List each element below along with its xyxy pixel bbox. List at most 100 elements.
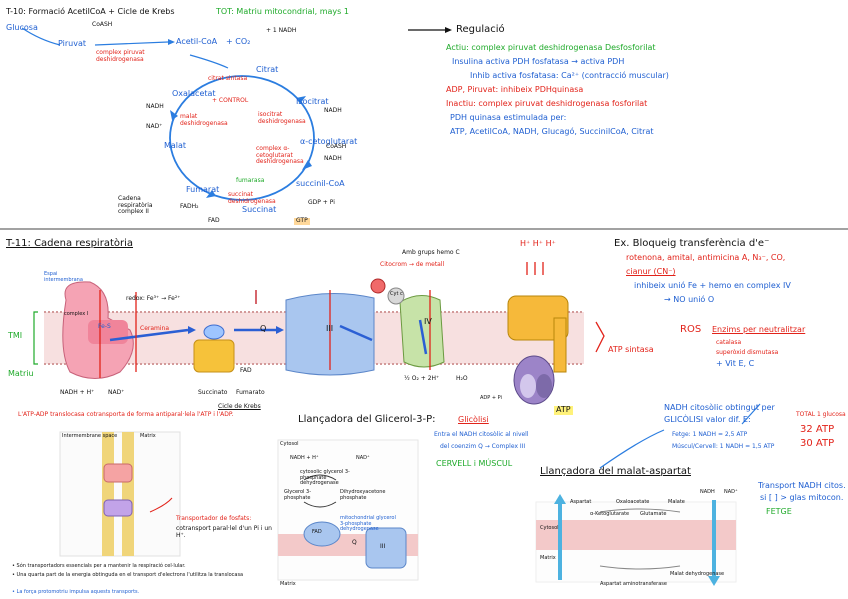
krebs-title: T-10: Formació AcetilCoA + Cicle de Kreb… bbox=[6, 7, 175, 16]
akg-dh-label: complex α-cetoglutarat deshidrogenasa bbox=[256, 145, 304, 166]
isocitrat-label: Isocitrat bbox=[296, 97, 329, 106]
glicerol-g3p: Glycerol 3-phosphate bbox=[284, 489, 312, 501]
total-30-atp: 30 ATP bbox=[800, 438, 835, 449]
complex-i-label: complex I bbox=[64, 311, 89, 317]
complex-iv-label: IV bbox=[424, 317, 432, 326]
redox-label: redox: Fe³⁺ → Fe²⁺ bbox=[126, 295, 181, 302]
oxalacetat-label: Oxalacetat bbox=[172, 89, 216, 98]
hemo-c-label: Amb grups hemo C bbox=[402, 249, 460, 256]
akg-label: α-cetoglutarat bbox=[300, 137, 358, 146]
q-label: Q bbox=[260, 324, 267, 333]
isocitrat-dh-label: isocitrat deshidrogenasa bbox=[258, 111, 306, 125]
regulacio-inactiu: Inactiu: complex piruvat deshidrogenasa … bbox=[446, 99, 648, 108]
h-plus-label: H⁺ H⁺ H⁺ bbox=[520, 239, 556, 248]
ros-sod: superòxid dismutasa bbox=[716, 349, 779, 356]
fosfat-desc: cotransport paral·lel d'un Pi i un H⁺. bbox=[176, 525, 272, 539]
cadena-title: T-11: Cadena respiratòria bbox=[6, 238, 134, 249]
glicerol-enz2: mitochondrial glycerol 3-phosphate dehyd… bbox=[340, 515, 396, 532]
malat-label: Malat bbox=[164, 141, 187, 150]
atp-synthase-fo bbox=[507, 295, 569, 341]
malat-dh-label: malat deshidrogenasa bbox=[180, 113, 228, 127]
tmi-label: TMI bbox=[8, 331, 23, 340]
translocasa-bullet-1: • Són transportadors essencials per a ma… bbox=[12, 563, 186, 569]
citosolic-l2: GLICÒLISI valor dif. E: bbox=[664, 415, 751, 424]
malat-aspartat-title: Llançadora del malat-aspartat bbox=[540, 466, 691, 477]
espai-intermembrana-label: Espai intermembrana bbox=[44, 271, 83, 283]
succinat-label: Succinat bbox=[242, 205, 277, 214]
nad-cadena-label: NAD⁺ bbox=[108, 389, 125, 396]
bloqueig-cianur: cianur (CN⁻) bbox=[626, 267, 676, 276]
glicerol-q: Q bbox=[352, 539, 357, 546]
fes-label: Fe-S bbox=[98, 323, 111, 330]
complex-ii-shape bbox=[193, 339, 235, 373]
malat-malat-dh: Malat dehydrogenase bbox=[670, 571, 725, 577]
malat-cytosol: Cytosol bbox=[540, 525, 559, 531]
control-label: + CONTROL bbox=[212, 97, 249, 104]
succinat-cadena-label: Succinato bbox=[198, 389, 228, 396]
regulacio-title: Regulació bbox=[456, 24, 505, 35]
coash-label: CoASH bbox=[92, 21, 113, 28]
regulacio-adp: ADP, Piruvat: inhibeix PDHquinasa bbox=[446, 85, 584, 94]
glicerol-note-2: del coenzim Q → Complex III bbox=[440, 443, 526, 450]
atp-cadena-label: ATP bbox=[554, 405, 573, 415]
translocasa-matrix: Matrix bbox=[140, 433, 156, 439]
translocasa-bullet-3: • La força protomotriu impulsa aquests t… bbox=[12, 589, 140, 595]
malat-aspartat-top: Aspartat bbox=[570, 499, 592, 505]
cervell-label: CERVELL i MÚSCUL bbox=[436, 459, 513, 468]
fumarasa-label: fumarasa bbox=[236, 177, 265, 184]
bloqueig-inhib-fe: inhibeix unió Fe + hemo en complex IV bbox=[634, 281, 791, 290]
piruvat-label: Piruvat bbox=[58, 39, 87, 48]
krebs-location-note: TOT: Matriu mitocondrial, mays 1 bbox=[216, 7, 349, 16]
malat-note-fetge: FETGE bbox=[766, 507, 792, 516]
h2o-cadena-label: H₂O bbox=[456, 375, 468, 382]
malat-nadh: NADH bbox=[700, 489, 715, 495]
bloqueig-no-o: → NO unió O bbox=[664, 295, 715, 304]
translocasa-title: L'ATP-ADP translocasa cotransporta de fo… bbox=[18, 411, 234, 418]
citosolic-l1: NADH citosòlic obtingut per bbox=[664, 403, 775, 412]
pdh-enzyme-label: complex piruvat deshidrogenasa bbox=[96, 49, 145, 63]
acetil-coa-label: Acetil-CoA bbox=[176, 37, 218, 46]
nadh-iso-label: NADH bbox=[324, 107, 342, 114]
citrat-label: Citrat bbox=[256, 65, 279, 74]
total-32-atp: 32 ATP bbox=[800, 424, 835, 435]
glicerol-matrix: Matrix bbox=[280, 581, 296, 587]
matriu-label: Matriu bbox=[8, 369, 34, 378]
citosolic-muscul: Múscul/Cervell: 1 NADH = 1,5 ATP bbox=[672, 443, 775, 450]
nadh-malat-label: NADH bbox=[146, 103, 164, 110]
krebs-cycle-ring bbox=[169, 75, 315, 201]
malat-oxalo-top: Oxaloacetate bbox=[616, 499, 650, 505]
fumarat-cadena-label: Fumarato bbox=[236, 389, 265, 396]
glicerol-enz1: cytosolic glycerol 3-phosphate dehydroge… bbox=[300, 469, 350, 486]
bloqueig-title: Ex. Bloqueig transferència d'e⁻ bbox=[614, 238, 770, 249]
glicolisi-label: Glicòlisi bbox=[458, 415, 489, 424]
malat-nad: NAD⁺ bbox=[724, 489, 738, 495]
regulacio-estimuls: ATP, AcetilCoA, NADH, Glucagó, SuccinilC… bbox=[450, 127, 654, 136]
cadena-complex-ii-note: Cadena respiratòria complex II bbox=[118, 195, 153, 216]
cicle-krebs-label: Cicle de Krebs bbox=[218, 403, 261, 410]
fadh2-krebs-label: FADH₂ bbox=[180, 203, 199, 210]
citrat-sintasa-label: citrat sintasa bbox=[208, 75, 248, 82]
fumarat-label: Fumarat bbox=[186, 185, 220, 194]
gdp-label: GDP + Pi bbox=[308, 199, 335, 206]
nad-malat-label: NAD⁺ bbox=[146, 123, 163, 130]
ros-catalasa: catalasa bbox=[716, 339, 742, 346]
fad-cadena-label: FAD bbox=[240, 367, 252, 374]
glicerol-nadh: NADH + H⁺ bbox=[290, 455, 319, 461]
glicerol-nad: NAD⁺ bbox=[356, 455, 370, 461]
nadh-akg-label: NADH bbox=[324, 155, 342, 162]
ros-label: ROS bbox=[680, 324, 702, 335]
citosolic-fetge: Fetge: 1 NADH = 2,5 ATP bbox=[672, 431, 748, 438]
glucosa-label: Glucosa bbox=[6, 23, 38, 32]
translocasa-bullet-2: • Una quarta part de la energia obtingud… bbox=[12, 572, 244, 578]
malat-glut: Glutamate bbox=[640, 511, 667, 517]
citocrom-label: Citocrom → de metall bbox=[380, 261, 445, 268]
fosfat-label: Transportador de fosfats: bbox=[176, 515, 252, 522]
glicerol-dhap: Dihydroxyacetone phosphate bbox=[340, 489, 386, 501]
nadh-top-label: + 1 NADH bbox=[266, 27, 297, 34]
bloqueig-inhibidors: rotenona, amital, antimicina A, N₃⁻, CO, bbox=[626, 253, 786, 262]
malat-asp-amin: Aspartat aminotransferase bbox=[600, 581, 667, 587]
co2-label: + CO₂ bbox=[226, 37, 251, 46]
glicerol-cytosol: Cytosol bbox=[280, 441, 299, 447]
atp-sintasa-label: ATP sintasa bbox=[608, 345, 654, 354]
